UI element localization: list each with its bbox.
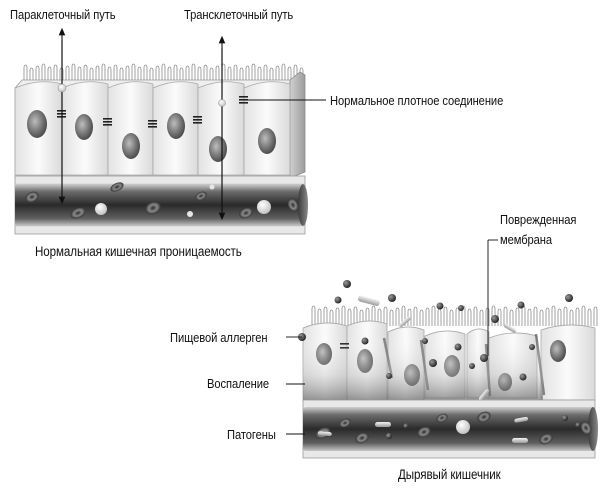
- blood-vessel: [14, 175, 308, 235]
- leaky-gut-caption: Дырявый кишечник: [398, 467, 501, 482]
- pathogens-label: Патогены: [227, 427, 276, 442]
- inflammation-label: Воспаление: [207, 376, 270, 391]
- blood-vessel: [302, 399, 598, 459]
- microvilli: [23, 63, 304, 82]
- microvilli: [311, 305, 598, 326]
- damaged-membrane-label-line1: Поврежденная: [500, 212, 577, 227]
- paracellular-pathway-label: Параклеточный путь: [10, 7, 116, 22]
- leaked-particles: [298, 280, 573, 401]
- transcellular-pathway-label: Трансклеточный путь: [184, 7, 294, 22]
- leaky-gut-illustration: [286, 239, 598, 459]
- inflammation-shading: [303, 336, 543, 406]
- damaged-membrane-label-line2: мембрана: [500, 232, 553, 247]
- normal-intestine-illustration: [14, 27, 326, 235]
- normal-permeability-caption: Нормальная кишечная проницаемость: [35, 244, 242, 259]
- normal-tight-junction-label: Нормальное плотное соединение: [330, 93, 504, 108]
- food-allergen-label: Пищевой аллерген: [170, 330, 268, 345]
